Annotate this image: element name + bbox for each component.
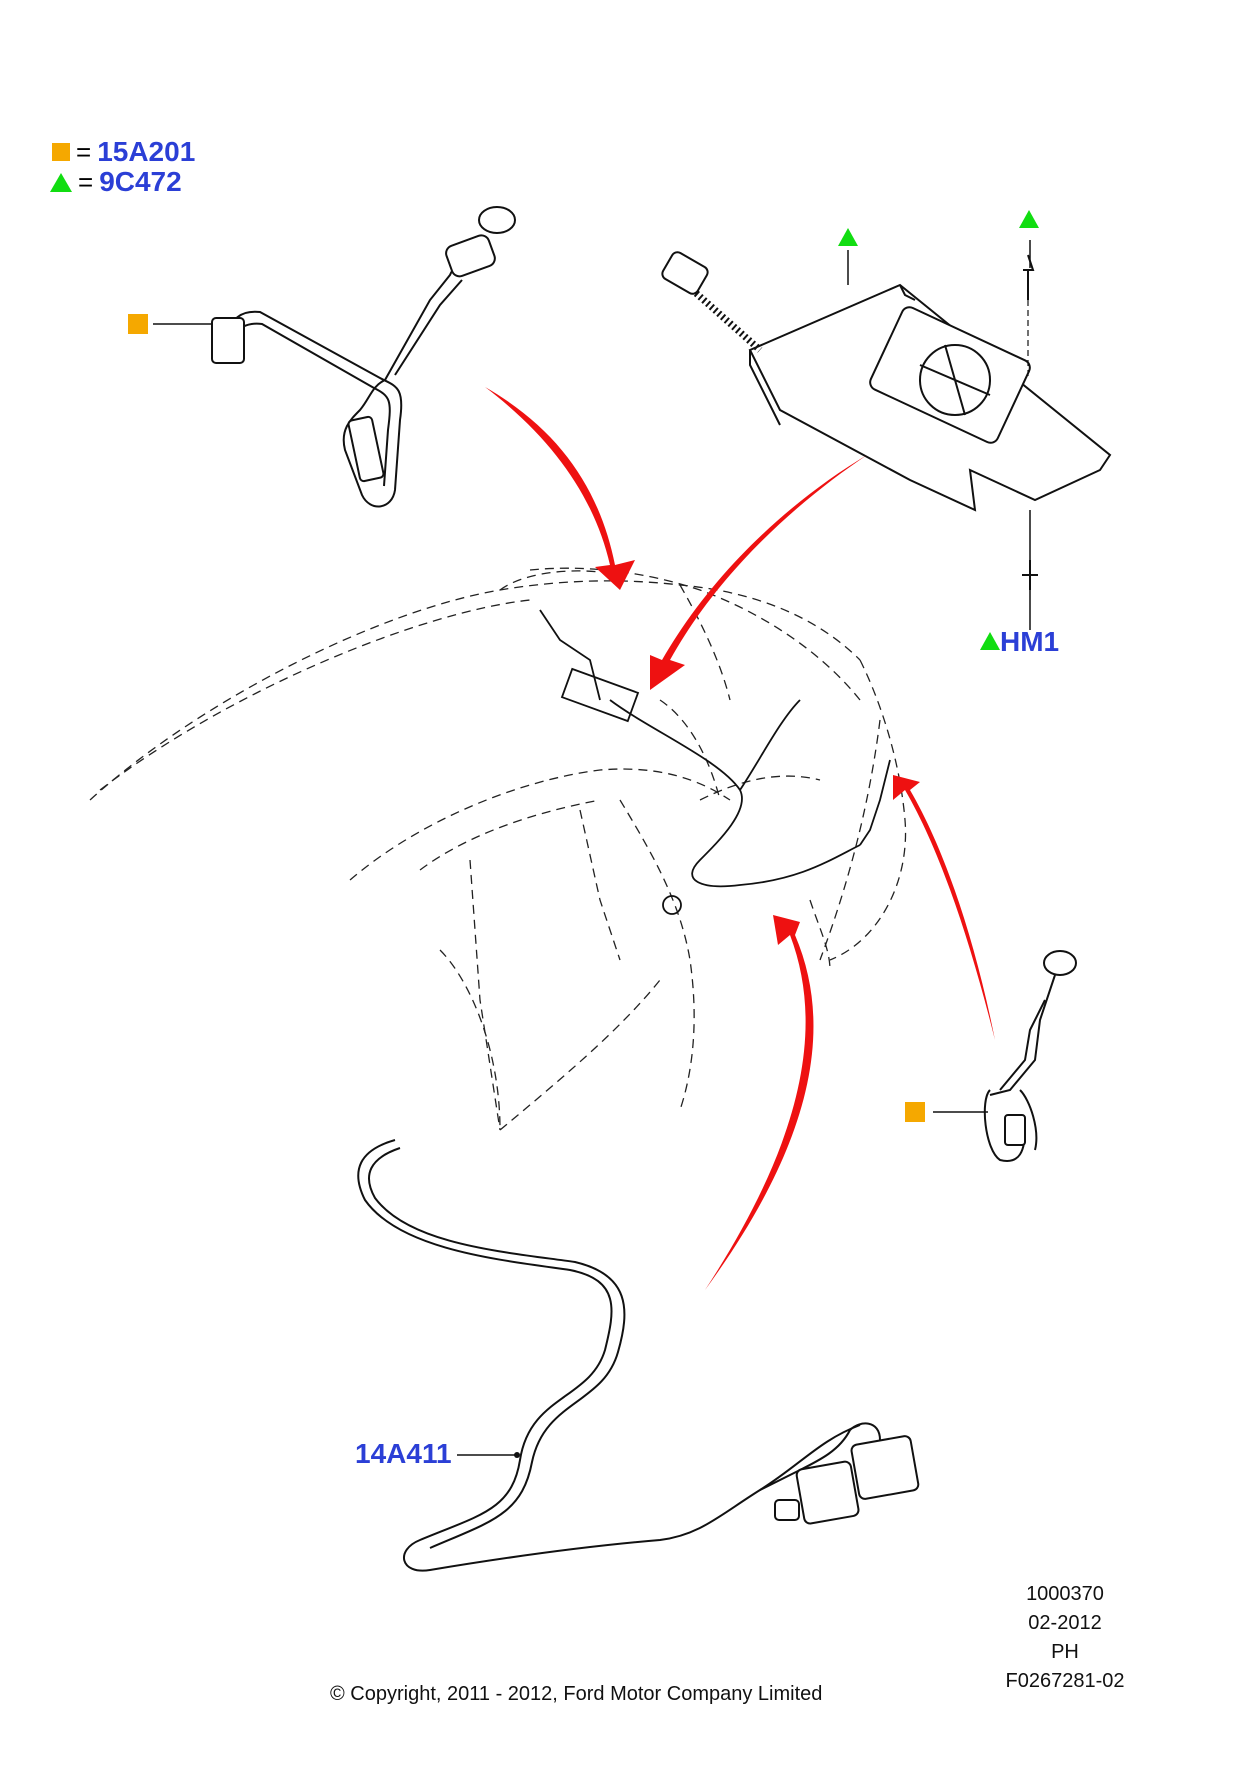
legend-code-15a201: 15A201	[97, 136, 196, 167]
orange-square-icon	[905, 1102, 925, 1122]
arrow-to-lamp-right	[893, 775, 995, 1040]
callout-hm1: HM1	[1000, 626, 1060, 657]
vehicle-outline	[89, 567, 907, 1131]
vehicle-harness	[539, 609, 891, 915]
legend-code-9c472: 9C472	[99, 166, 182, 197]
arrow-to-fan	[650, 455, 867, 690]
green-triangle-icon	[50, 172, 72, 192]
green-triangle-icon	[838, 228, 858, 246]
callout-14a411: 14A411	[355, 1438, 452, 1469]
figure-meta: 1000370 02-2012 PH F0267281-02	[1000, 1580, 1130, 1696]
harness-14a411	[357, 1139, 920, 1572]
red-arrows	[485, 387, 995, 1290]
orange-square-icon	[52, 143, 70, 161]
green-triangle-icon	[980, 632, 1000, 650]
arrow-to-lamp-left	[485, 387, 635, 590]
fan-assembly	[661, 251, 1112, 590]
legend-equals: =	[76, 136, 92, 167]
orange-square-icon	[128, 314, 148, 334]
meta-number: 1000370	[1026, 1583, 1104, 1605]
legend-item-square: = 15A201	[52, 136, 195, 168]
meta-code: PH	[1051, 1641, 1079, 1663]
meta-date: 02-2012	[1028, 1612, 1102, 1634]
lamp-harness-left	[211, 206, 516, 508]
lamp-harness-right	[983, 950, 1077, 1162]
legend-item-triangle: = 9C472	[50, 166, 182, 198]
meta-figure: F0267281-02	[1005, 1670, 1125, 1692]
green-triangle-icon	[1019, 210, 1039, 228]
copyright-notice: © Copyright, 2011 - 2012, Ford Motor Com…	[330, 1683, 823, 1705]
legend-equals: =	[78, 166, 94, 197]
arrow-to-harness	[705, 915, 814, 1290]
